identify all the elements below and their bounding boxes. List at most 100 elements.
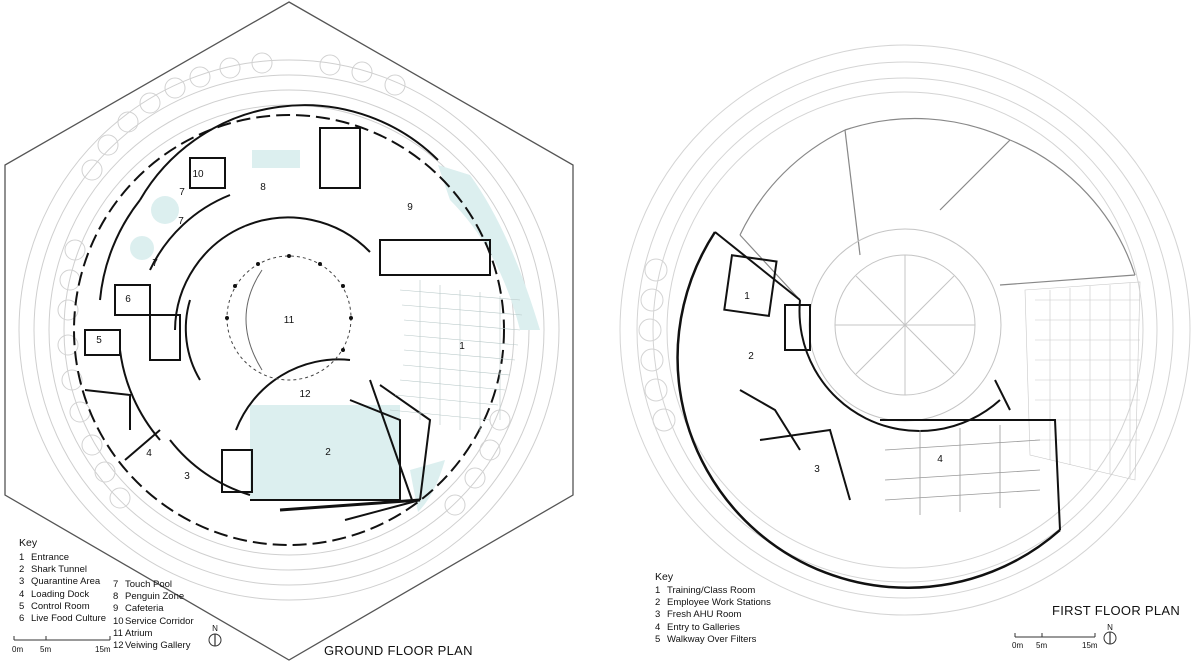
ground-key-number: 1: [19, 552, 25, 563]
room-label-5: 5: [96, 335, 102, 346]
first-key-title: Key: [655, 571, 674, 583]
first-key-label: Entry to Galleries: [667, 621, 740, 633]
building-walls: [73, 104, 505, 546]
room-label-9: 9: [407, 202, 413, 213]
ground-scale-bar: 0m 5m 15m: [12, 636, 111, 654]
room-label-7c: 7: [152, 258, 158, 269]
first-room-label-2: 2: [748, 351, 754, 362]
ground-key-label: Atrium: [125, 627, 153, 639]
ground-key-number: 3: [19, 576, 25, 588]
ground-key-item: 10Service Corridor: [113, 616, 194, 627]
ground-key-item: 12Veiwing Gallery: [113, 640, 190, 651]
first-room-label-1: 1: [744, 291, 750, 302]
first-key-item: 2 Employee Work Stations: [655, 597, 771, 608]
room-label-4: 4: [146, 448, 152, 459]
ground-key-label: Shark Tunnel: [31, 564, 87, 576]
ground-key-item: 5 Control Room: [19, 601, 90, 612]
water-areas: [130, 150, 540, 512]
ground-key-label: Veiwing Gallery: [125, 640, 191, 651]
scale-label-0: 0m: [12, 645, 23, 654]
ground-key-label: Loading Dock: [31, 588, 90, 600]
first-plan-title: FIRST FLOOR PLAN: [1052, 603, 1181, 618]
first-key-number: 5: [655, 633, 661, 645]
entrance-seating: [389, 280, 523, 432]
walkway-grid: [1024, 281, 1141, 481]
central-dome: [808, 228, 1002, 422]
ground-floor-plan: 1 2 3 4 5 6 7 7 7 8 9 10 11 12 0m 5m 15m…: [4, 1, 574, 661]
room-label-7a: 7: [179, 187, 185, 198]
first-key-label: Fresh AHU Room: [667, 609, 742, 621]
room-label-11: 11: [284, 315, 295, 326]
first-north-label: N: [1107, 623, 1113, 632]
first-room-label-3: 3: [814, 464, 820, 475]
room-label-6: 6: [125, 294, 131, 305]
first-scale-label-5: 5m: [1036, 641, 1047, 650]
room-label-8: 8: [260, 182, 266, 193]
first-key-number: 2: [655, 597, 661, 609]
ground-key-number: 12: [113, 640, 124, 651]
ground-key-item: 1 Entrance: [19, 552, 69, 563]
ground-key-title: Key: [19, 537, 38, 549]
ground-north-arrow: N: [208, 624, 222, 647]
site-hexagon: [4, 1, 574, 661]
atrium: [225, 254, 353, 381]
ground-key-item: 7 Touch Pool: [113, 579, 172, 590]
ground-key-label: Control Room: [31, 600, 90, 612]
ground-key-number: 2: [19, 564, 25, 576]
room-label-2: 2: [325, 447, 331, 458]
first-room-label-4: 4: [937, 454, 943, 465]
ground-key-item: 6 Live Food Culture: [19, 613, 106, 624]
ground-key-number: 4: [19, 588, 25, 600]
ground-key-number: 11: [113, 627, 123, 639]
first-scale-label-0: 0m: [1012, 641, 1023, 650]
scale-label-5: 5m: [40, 645, 51, 654]
first-walls: [676, 231, 1061, 589]
scale-label-15: 15m: [95, 645, 111, 654]
first-key-label: Training/Class Room: [667, 585, 756, 596]
first-key-item: 4 Entry to Galleries: [655, 622, 740, 633]
ground-key-label: Quarantine Area: [31, 576, 101, 588]
ground-key-label: Cafeteria: [125, 603, 164, 615]
ground-key-item: 9 Cafeteria: [113, 603, 164, 614]
ground-key-number: 8: [113, 591, 119, 603]
first-floor-plan: 1 2 3 4 0m 5m 15m N: [619, 44, 1191, 650]
first-key-number: 3: [655, 609, 661, 621]
first-scale-label-15: 15m: [1082, 641, 1098, 650]
galleries-grid: [884, 425, 1041, 515]
ground-key-item: 3 Quarantine Area: [19, 576, 100, 587]
ground-key-item: 2 Shark Tunnel: [19, 564, 87, 575]
first-north-arrow: N: [1103, 623, 1117, 645]
ground-room-labels: 1 2 3 4 5 6 7 7 7 8 9 10 11 12: [96, 169, 465, 482]
roof-segments: [739, 117, 1136, 301]
first-key-number: 1: [655, 585, 661, 596]
first-key-number: 4: [655, 621, 661, 633]
ground-key-label: Live Food Culture: [31, 613, 106, 624]
room-label-12: 12: [299, 389, 311, 400]
room-label-1: 1: [459, 341, 465, 352]
ground-key-label: Service Corridor: [125, 615, 194, 627]
room-label-3: 3: [184, 471, 190, 482]
ground-key-number: 5: [19, 600, 25, 612]
ground-key-number: 6: [19, 613, 25, 624]
first-room-labels: 1 2 3 4: [744, 291, 943, 475]
first-scale-bar: 0m 5m 15m: [1012, 633, 1098, 650]
ground-key-label: Penguin Zone: [125, 591, 185, 603]
first-key-item: 1 Training/Class Room: [655, 585, 755, 596]
ground-key-label: Touch Pool: [125, 579, 173, 590]
ground-key-number: 10: [113, 615, 124, 627]
first-key-label: Walkway Over Filters: [667, 633, 757, 645]
first-key-label: Employee Work Stations: [667, 597, 771, 609]
north-label: N: [212, 624, 218, 633]
ground-key-number: 7: [113, 579, 119, 590]
ground-key-item: 8 Penguin Zone: [113, 591, 184, 602]
ground-key-label: Entrance: [31, 552, 70, 563]
first-key-item: 3 Fresh AHU Room: [655, 609, 741, 620]
first-landscape-rings: [619, 44, 1191, 616]
ground-key-item: 4 Loading Dock: [19, 589, 89, 600]
ground-key-number: 9: [113, 603, 119, 615]
ground-plan-title: GROUND FLOOR PLAN: [324, 643, 473, 658]
first-key-item: 5 Walkway Over Filters: [655, 634, 756, 645]
room-label-10: 10: [192, 169, 204, 180]
